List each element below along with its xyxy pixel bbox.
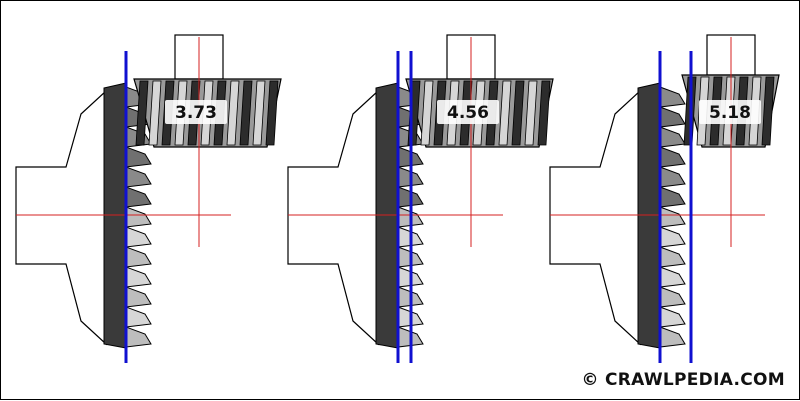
ring-gear-tooth xyxy=(659,306,686,328)
carrier-housing xyxy=(287,89,379,346)
gear-ratio-label: 4.56 xyxy=(447,103,489,123)
carrier-housing xyxy=(549,89,641,346)
gear-ratio-label: 5.18 xyxy=(709,103,751,123)
ratio-label-background xyxy=(437,100,499,124)
pinion-tooth xyxy=(420,80,434,146)
pinion-tooth xyxy=(498,80,512,146)
ratio-label-background xyxy=(699,100,761,124)
gear-ratio-label: 3.73 xyxy=(175,103,217,123)
gear-diagram-2: 4.56 xyxy=(287,34,554,363)
pinion-tooth xyxy=(239,80,253,146)
pinion-tooth xyxy=(265,80,279,146)
ring-gear-tooth xyxy=(125,286,152,308)
ring-gear-tooth xyxy=(659,186,686,208)
ring-gear-tooth xyxy=(125,246,152,268)
ring-gear-tooth xyxy=(659,166,686,188)
pinion-tooth xyxy=(226,80,240,146)
ring-gear-tooth xyxy=(659,326,686,348)
ring-gear-tooth xyxy=(659,286,686,308)
ring-gear-tooth xyxy=(659,226,686,248)
ring-gear-tooth xyxy=(125,146,152,168)
pinion-tooth xyxy=(761,76,775,146)
pinion-tooth xyxy=(252,80,266,146)
ring-gear-tooth xyxy=(125,166,152,188)
ring-gear-tooth xyxy=(659,126,686,148)
ring-gear-tooth xyxy=(125,326,152,348)
carrier-housing xyxy=(15,89,107,346)
ring-gear-tooth xyxy=(659,206,686,228)
pinion-tooth xyxy=(148,80,162,146)
pinion-tooth xyxy=(135,80,149,146)
gear-diagram-1: 3.73 xyxy=(15,34,282,363)
ring-gear-tooth xyxy=(659,246,686,268)
ring-gear-tooth xyxy=(125,206,152,228)
gear-diagram-3: 5.18 xyxy=(549,34,780,363)
pinion-tooth xyxy=(524,80,538,146)
ratio-label-background xyxy=(165,100,227,124)
ring-gear-tooth xyxy=(659,86,686,108)
ring-gear-tooth xyxy=(659,266,686,288)
ring-gear-tooth xyxy=(659,106,686,128)
pinion-tooth xyxy=(537,80,551,146)
ring-gear-tooth xyxy=(125,266,152,288)
ring-gear-tooth xyxy=(125,306,152,328)
pinion-tooth xyxy=(511,80,525,146)
ring-gear-tooth xyxy=(125,186,152,208)
ring-gear-tooth xyxy=(659,146,686,168)
ring-gear-tooth xyxy=(125,226,152,248)
ring-gear-teeth xyxy=(659,86,686,348)
copyright-credit: © CRAWLPEDIA.COM xyxy=(581,370,785,390)
